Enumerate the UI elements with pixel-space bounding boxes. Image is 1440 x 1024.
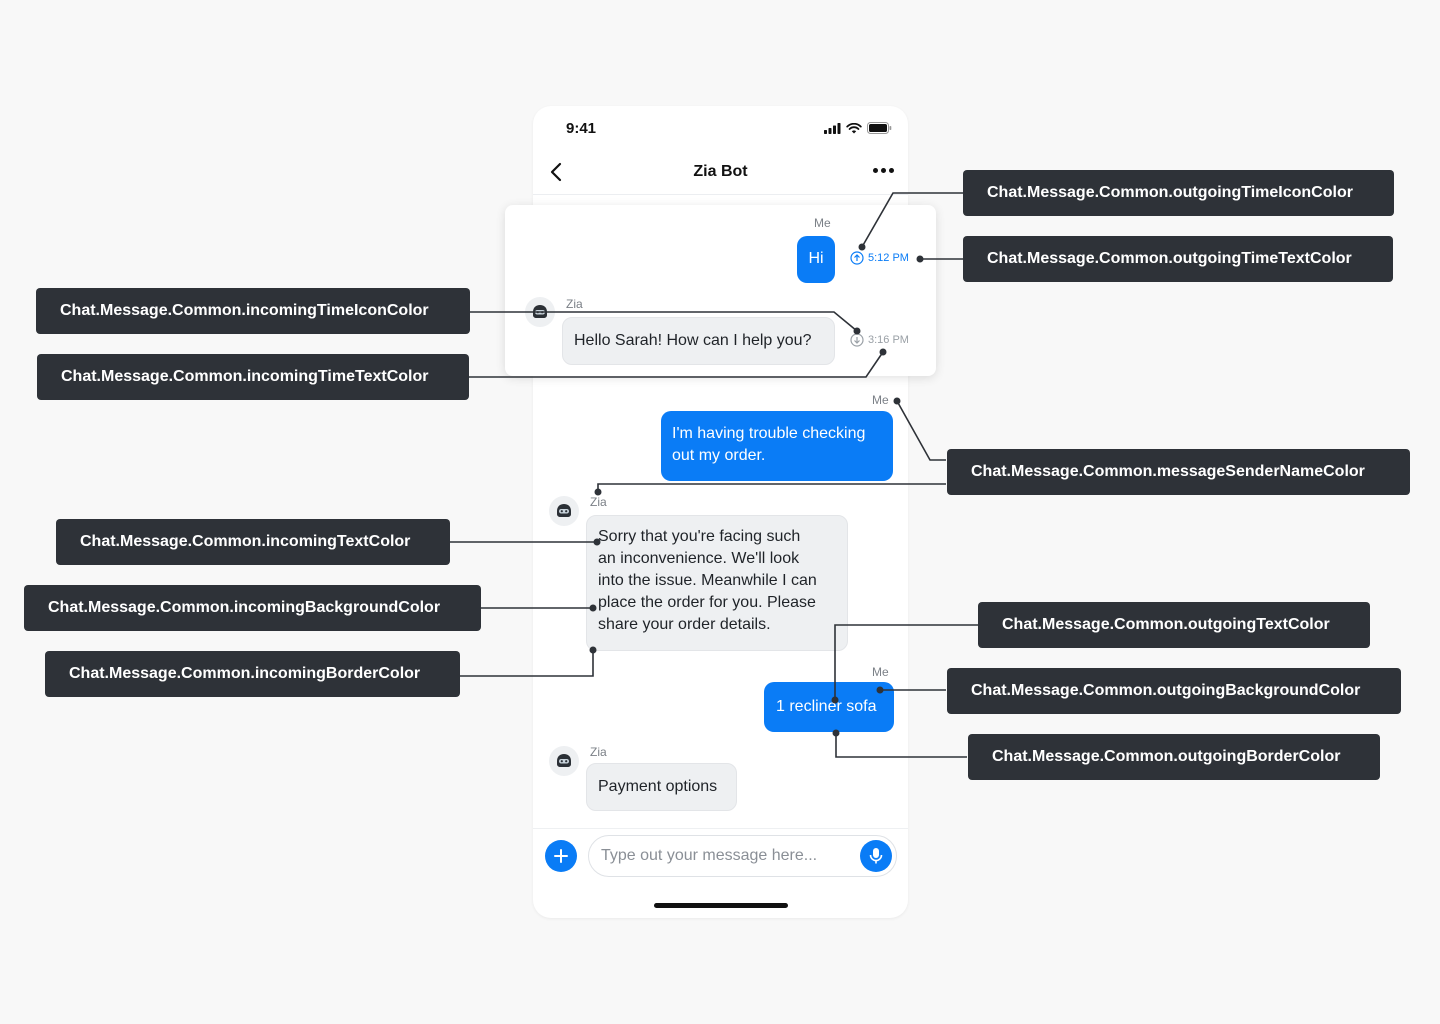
label-outgoing-text-color: Chat.Message.Common.outgoingTextColor bbox=[978, 602, 1370, 648]
time-text: 5:12 PM bbox=[868, 252, 909, 264]
message-line: share your order details. bbox=[598, 616, 771, 633]
sender-name: Me bbox=[872, 665, 889, 679]
label-outgoing-time-text-color: Chat.Message.Common.outgoingTimeTextColo… bbox=[963, 236, 1393, 282]
label-incoming-text-color: Chat.Message.Common.incomingTextColor bbox=[56, 519, 450, 565]
chat-title: Zia Bot bbox=[693, 163, 748, 180]
label-incoming-border-color: Chat.Message.Common.incomingBorderColor bbox=[45, 651, 460, 697]
message-line: out my order. bbox=[672, 447, 766, 464]
label-outgoing-time-icon-color: Chat.Message.Common.outgoingTimeIconColo… bbox=[963, 170, 1394, 216]
signal-icon bbox=[824, 122, 841, 134]
bot-avatar-icon bbox=[549, 746, 579, 776]
arrow-up-circle-icon bbox=[850, 251, 864, 265]
wifi-icon bbox=[846, 122, 862, 133]
sender-name: Me bbox=[872, 393, 889, 407]
outgoing-message: I'm having trouble checking out my order… bbox=[661, 411, 893, 481]
message-line: place the order for you. Please bbox=[598, 594, 816, 611]
time-text: 3:16 PM bbox=[868, 334, 909, 346]
home-indicator bbox=[654, 903, 788, 908]
label-incoming-time-icon-color: Chat.Message.Common.incomingTimeIconColo… bbox=[36, 288, 470, 334]
label-sender-name-color: Chat.Message.Common.messageSenderNameCol… bbox=[947, 449, 1410, 495]
label-incoming-background-color: Chat.Message.Common.incomingBackgroundCo… bbox=[24, 585, 481, 631]
quick-reply-payment-options[interactable]: Payment options bbox=[586, 763, 737, 811]
status-time: 9:41 bbox=[566, 120, 597, 137]
label-outgoing-border-color: Chat.Message.Common.outgoingBorderColor bbox=[968, 734, 1380, 780]
outgoing-message: 1 recliner sofa bbox=[764, 682, 894, 732]
sender-name: Zia bbox=[590, 745, 607, 759]
sender-name: Me bbox=[814, 216, 831, 230]
status-icons bbox=[824, 122, 892, 134]
message-line: Sorry that you're facing such bbox=[598, 528, 801, 545]
message-line: I'm having trouble checking bbox=[672, 425, 866, 442]
highlight-card: Me Hi 5:12 PM Zia Hello Sarah! How can I… bbox=[505, 205, 936, 376]
sender-name: Zia bbox=[590, 495, 607, 509]
incoming-message: Hello Sarah! How can I help you? bbox=[562, 317, 835, 365]
outgoing-time: 5:12 PM bbox=[850, 251, 909, 265]
bot-avatar-icon bbox=[549, 496, 579, 526]
label-outgoing-background-color: Chat.Message.Common.outgoingBackgroundCo… bbox=[947, 668, 1401, 714]
chevron-left-icon[interactable] bbox=[547, 162, 567, 182]
outgoing-message: Hi bbox=[797, 236, 835, 283]
incoming-message: Sorry that you're facing such an inconve… bbox=[586, 515, 848, 651]
composer-divider bbox=[533, 828, 908, 829]
label-incoming-time-text-color: Chat.Message.Common.incomingTimeTextColo… bbox=[37, 354, 469, 400]
microphone-icon[interactable] bbox=[860, 840, 892, 872]
sender-name: Zia bbox=[566, 297, 583, 311]
chat-header: Zia Bot bbox=[533, 150, 908, 195]
plus-icon[interactable] bbox=[545, 840, 577, 872]
more-icon[interactable] bbox=[873, 168, 894, 173]
message-input[interactable] bbox=[588, 835, 897, 877]
message-line: an inconvenience. We'll look bbox=[598, 550, 800, 567]
message-line: into the issue. Meanwhile I can bbox=[598, 572, 817, 589]
battery-icon bbox=[867, 122, 892, 134]
